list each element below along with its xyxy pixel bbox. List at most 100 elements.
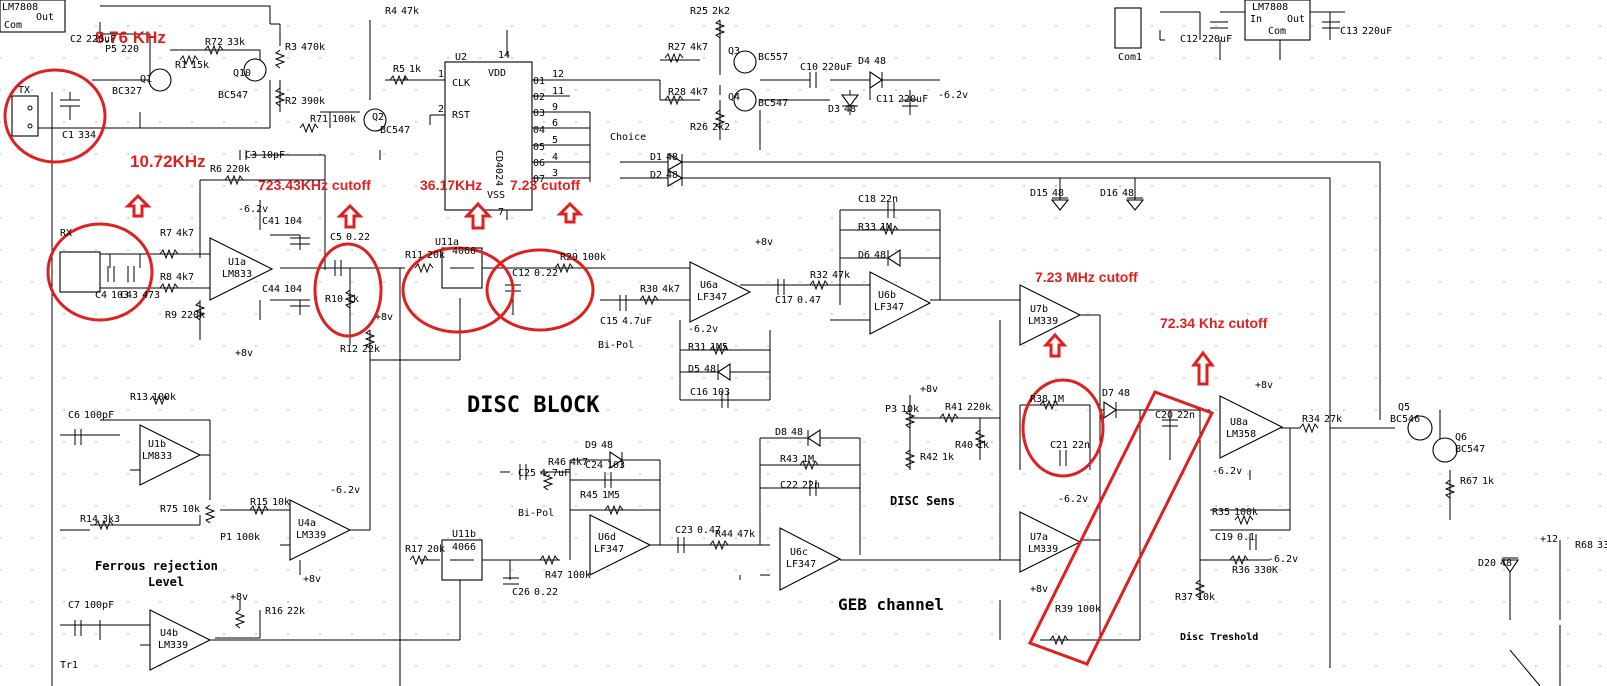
ref-c23: C23	[675, 525, 693, 536]
u4b-ref: U4b	[160, 628, 178, 639]
ref-d15: D15	[1030, 188, 1048, 199]
ref-d1: D1	[650, 152, 662, 163]
value-r4: 47k	[401, 6, 419, 17]
comparator-u7b	[1019, 284, 1082, 346]
ref-d9: D9	[585, 440, 597, 451]
value-r37: 10k	[1197, 592, 1215, 603]
arrow-up-2	[336, 203, 364, 229]
label-geb-channel: GEB channel	[838, 595, 944, 614]
u2-ref: U2	[455, 52, 467, 63]
arrow-up-6	[1191, 350, 1215, 386]
rail-pos-5: +8v	[920, 384, 938, 395]
u1a-name: LM833	[222, 269, 252, 280]
ref-r5: R5	[393, 64, 405, 75]
ref-r41: R41	[945, 402, 963, 413]
u6a-ref: U6a	[700, 280, 718, 291]
ref-r15: R15	[250, 497, 268, 508]
lm7808-left-ref: LM7808	[2, 2, 38, 13]
value-d6: 48	[874, 250, 886, 261]
q10-ref: Q10	[233, 68, 251, 79]
ref-r10: R10	[325, 294, 343, 305]
opamp-u1b	[139, 424, 202, 486]
value-c5: 0.22	[346, 232, 370, 243]
ref-r35: R35	[1212, 507, 1230, 518]
value-d1: 48	[666, 152, 678, 163]
value-r36: 330K	[1254, 565, 1278, 576]
u6d-name: LF347	[594, 544, 624, 555]
u2-p7: 7	[498, 207, 504, 218]
ref-c13: C13	[1340, 26, 1358, 37]
rail-neg-6: -6.2v	[1212, 466, 1242, 477]
value-c10: 220uF	[822, 62, 852, 73]
ref-c16: C16	[690, 387, 708, 398]
value-d8: 48	[791, 427, 803, 438]
ref-r4: R4	[385, 6, 397, 17]
ref-r26: R26	[690, 122, 708, 133]
transistor-q5	[1407, 415, 1433, 441]
ic-u2-cd4024	[444, 61, 533, 211]
opamp-u1a	[209, 237, 274, 301]
ref-p3: P3	[885, 404, 897, 415]
symbols	[0, 0, 1561, 686]
value-c43: 473	[142, 290, 160, 301]
value-d7: 48	[1118, 388, 1130, 399]
ref-c17: C17	[775, 295, 793, 306]
value-r44: 47k	[737, 529, 755, 540]
u4b-name: LM339	[158, 640, 188, 651]
ref-c20: C20	[1155, 410, 1173, 421]
rail-pos-7: +8v	[1255, 380, 1273, 391]
opamp-u6a	[689, 261, 752, 323]
rx-connector	[59, 251, 101, 293]
ref-c10: C10	[800, 62, 818, 73]
title-disc-block: DISC BLOCK	[467, 393, 600, 418]
arrow-up-1	[124, 193, 152, 218]
value-c25: 4.7uF	[540, 468, 570, 479]
value-r6: 220k	[226, 164, 250, 175]
ref-r43: R43	[780, 454, 798, 465]
u2-p4: 4	[552, 152, 558, 163]
ref-r42: R42	[920, 452, 938, 463]
u2-o7: 07	[533, 174, 545, 185]
tr1-ref: Tr1	[60, 660, 78, 671]
annotation-7-23-cutoff: 7.23 cutoff	[510, 177, 580, 193]
u2-p14: 14	[498, 50, 510, 61]
value-c13: 220uF	[1362, 26, 1392, 37]
ref-c24: C24	[585, 460, 603, 471]
ref-c26: C26	[512, 587, 530, 598]
u7a-name: LM339	[1028, 544, 1058, 555]
value-c2: 220uF	[86, 34, 116, 45]
u11a-ref: U11a	[435, 237, 459, 248]
comparator-u4b	[149, 609, 212, 671]
ref-r47: R47	[545, 570, 563, 581]
ref-c2: C2	[70, 34, 82, 45]
ref-r9: R9	[165, 310, 177, 321]
ref-c21: C21	[1050, 440, 1068, 451]
u2-o1: 01	[533, 76, 545, 87]
ref-c4: C4	[95, 290, 107, 301]
red-markup: 8.76 KHz 10.72KHz 723.43KHz cutoff 36.17…	[3, 28, 1268, 666]
q4-name: BC547	[758, 98, 788, 109]
ref-c12: C12	[512, 268, 530, 279]
u2-p6: 6	[552, 118, 558, 129]
u7a-ref: U7a	[1030, 532, 1048, 543]
ref-p1: P1	[220, 532, 232, 543]
value-c12: 0.22	[534, 268, 558, 279]
opamp-u6b	[869, 271, 932, 335]
u2-clk: CLK	[452, 78, 470, 89]
value-c23: 0.47	[697, 525, 721, 536]
rail-neg-4: -6.2v	[330, 485, 360, 496]
value-d15: 48	[1052, 188, 1064, 199]
ref-r44: R44	[715, 529, 733, 540]
value-c21: 22n	[1072, 440, 1090, 451]
u1a-ref: U1a	[228, 257, 246, 268]
ref-d4: D4	[858, 56, 870, 67]
u7b-ref: U7b	[1030, 304, 1048, 315]
u11b-ref: U11b	[452, 529, 476, 540]
ref-c18: C18	[858, 194, 876, 205]
lm7808-left-out: Out	[36, 12, 54, 23]
u2-p1: 1	[438, 69, 444, 80]
value-r7: 4k7	[176, 228, 194, 239]
comparator-u4a	[289, 499, 352, 561]
value-r41: 220k	[967, 402, 991, 413]
annotation-723khz: 723.43KHz cutoff	[258, 177, 371, 193]
